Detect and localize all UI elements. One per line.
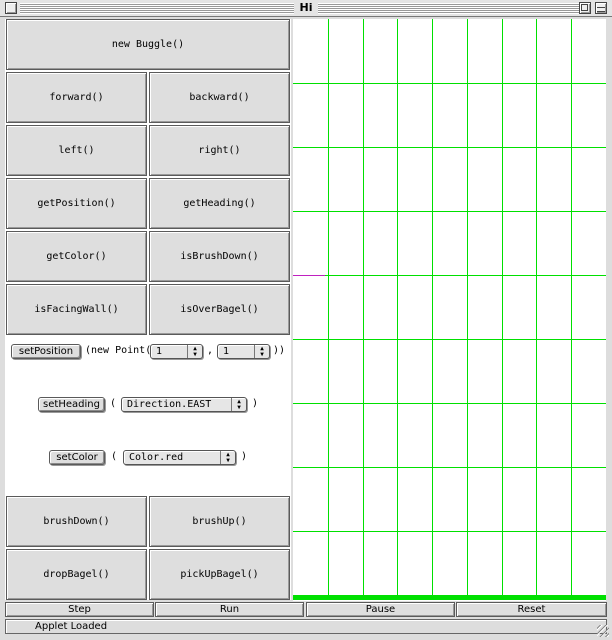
pause-button[interactable]: Pause [306,602,455,617]
brush-up-button[interactable]: brushUp() [149,496,290,547]
is-over-bagel-button[interactable]: isOverBagel() [149,284,290,335]
get-heading-button[interactable]: getHeading() [149,178,290,229]
left-button[interactable]: left() [6,125,147,176]
title-bar[interactable]: Hi [0,0,612,17]
set-color-open-paren: ( [111,451,118,462]
set-color-button[interactable]: setColor [49,450,105,465]
grid-canvas [293,19,606,600]
forward-button[interactable]: forward() [6,72,147,123]
set-position-button[interactable]: setPosition [11,344,81,359]
brush-down-button[interactable]: brushDown() [6,496,147,547]
get-color-button[interactable]: getColor() [6,231,147,282]
resize-grip-icon[interactable] [597,625,609,637]
step-button[interactable]: Step [5,602,154,617]
select-arrows-icon: ▲▼ [254,345,269,358]
heading-value: Direction.EAST [127,399,212,410]
is-brush-down-button[interactable]: isBrushDown() [149,231,290,282]
select-arrows-icon: ▲▼ [187,345,202,358]
set-heading-button[interactable]: setHeading [38,397,105,412]
grid-bottom-wall [293,595,606,600]
drop-bagel-button[interactable]: dropBagel() [6,549,147,600]
zoom-box-icon[interactable] [579,2,591,14]
backward-button[interactable]: backward() [149,72,290,123]
color-value: Color.red [129,452,184,463]
point-x-select[interactable]: 1 ▲▼ [150,344,203,359]
set-heading-close-paren: ) [252,398,259,409]
is-facing-wall-button[interactable]: isFacingWall() [6,284,147,335]
select-arrows-icon: ▲▼ [231,398,246,411]
set-position-suffix: )) [273,345,286,356]
close-box-icon[interactable] [5,2,17,14]
reset-button[interactable]: Reset [456,602,607,617]
right-button[interactable]: right() [149,125,290,176]
collapse-box-icon[interactable] [595,2,607,14]
pick-up-bagel-button[interactable]: pickUpBagel() [149,549,290,600]
point-x-value: 1 [156,346,163,357]
heading-select[interactable]: Direction.EAST ▲▼ [121,397,247,412]
buggle-grid[interactable] [293,19,606,601]
new-buggle-button[interactable]: new Buggle() [6,19,290,70]
set-color-close-paren: ) [241,451,248,462]
select-arrows-icon: ▲▼ [220,451,235,464]
window-title: Hi [0,1,612,14]
status-bar: Applet Loaded [5,619,607,634]
point-y-select[interactable]: 1 ▲▼ [217,344,270,359]
point-comma: , [207,345,214,356]
set-heading-open-paren: ( [110,398,117,409]
run-button[interactable]: Run [155,602,304,617]
command-panel: new Buggle() forward() backward() left()… [5,19,291,600]
color-select[interactable]: Color.red ▲▼ [123,450,236,465]
get-position-button[interactable]: getPosition() [6,178,147,229]
status-text: Applet Loaded [35,621,108,632]
set-position-prefix: (new Point( [85,345,152,356]
point-y-value: 1 [223,346,230,357]
